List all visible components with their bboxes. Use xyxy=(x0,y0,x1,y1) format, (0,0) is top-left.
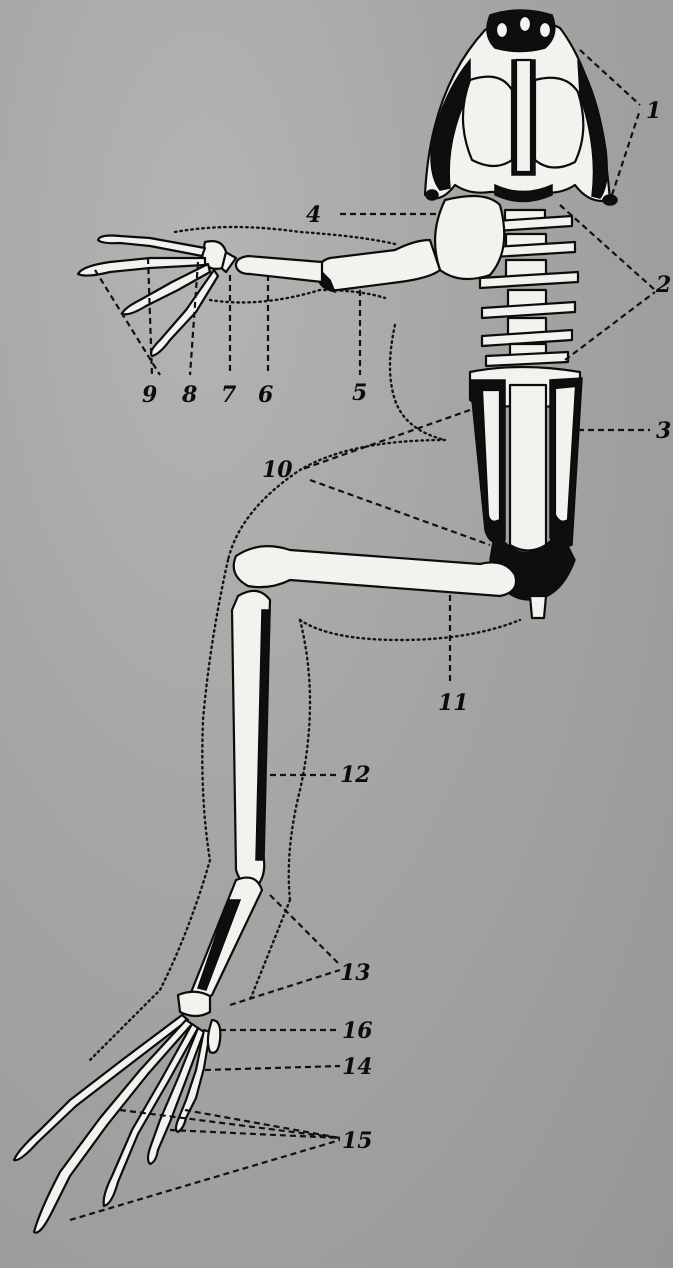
label-1: 1 xyxy=(646,98,661,124)
label-2: 2 xyxy=(655,272,671,298)
forelimb xyxy=(78,196,504,356)
label-14: 14 xyxy=(342,1054,373,1080)
label-11: 11 xyxy=(438,690,469,716)
label-13: 13 xyxy=(340,960,371,986)
label-5: 5 xyxy=(352,380,367,406)
label-7: 7 xyxy=(221,382,237,408)
label-10: 10 xyxy=(262,457,293,483)
label-12: 12 xyxy=(340,762,371,788)
hindlimb xyxy=(14,546,516,1232)
label-6: 6 xyxy=(258,382,273,408)
label-3: 3 xyxy=(656,418,671,444)
label-9: 9 xyxy=(142,382,157,408)
label-16: 16 xyxy=(342,1018,373,1044)
label-4: 4 xyxy=(306,202,321,228)
label-8: 8 xyxy=(181,382,197,408)
skull xyxy=(425,10,617,205)
label-15: 15 xyxy=(342,1128,373,1154)
